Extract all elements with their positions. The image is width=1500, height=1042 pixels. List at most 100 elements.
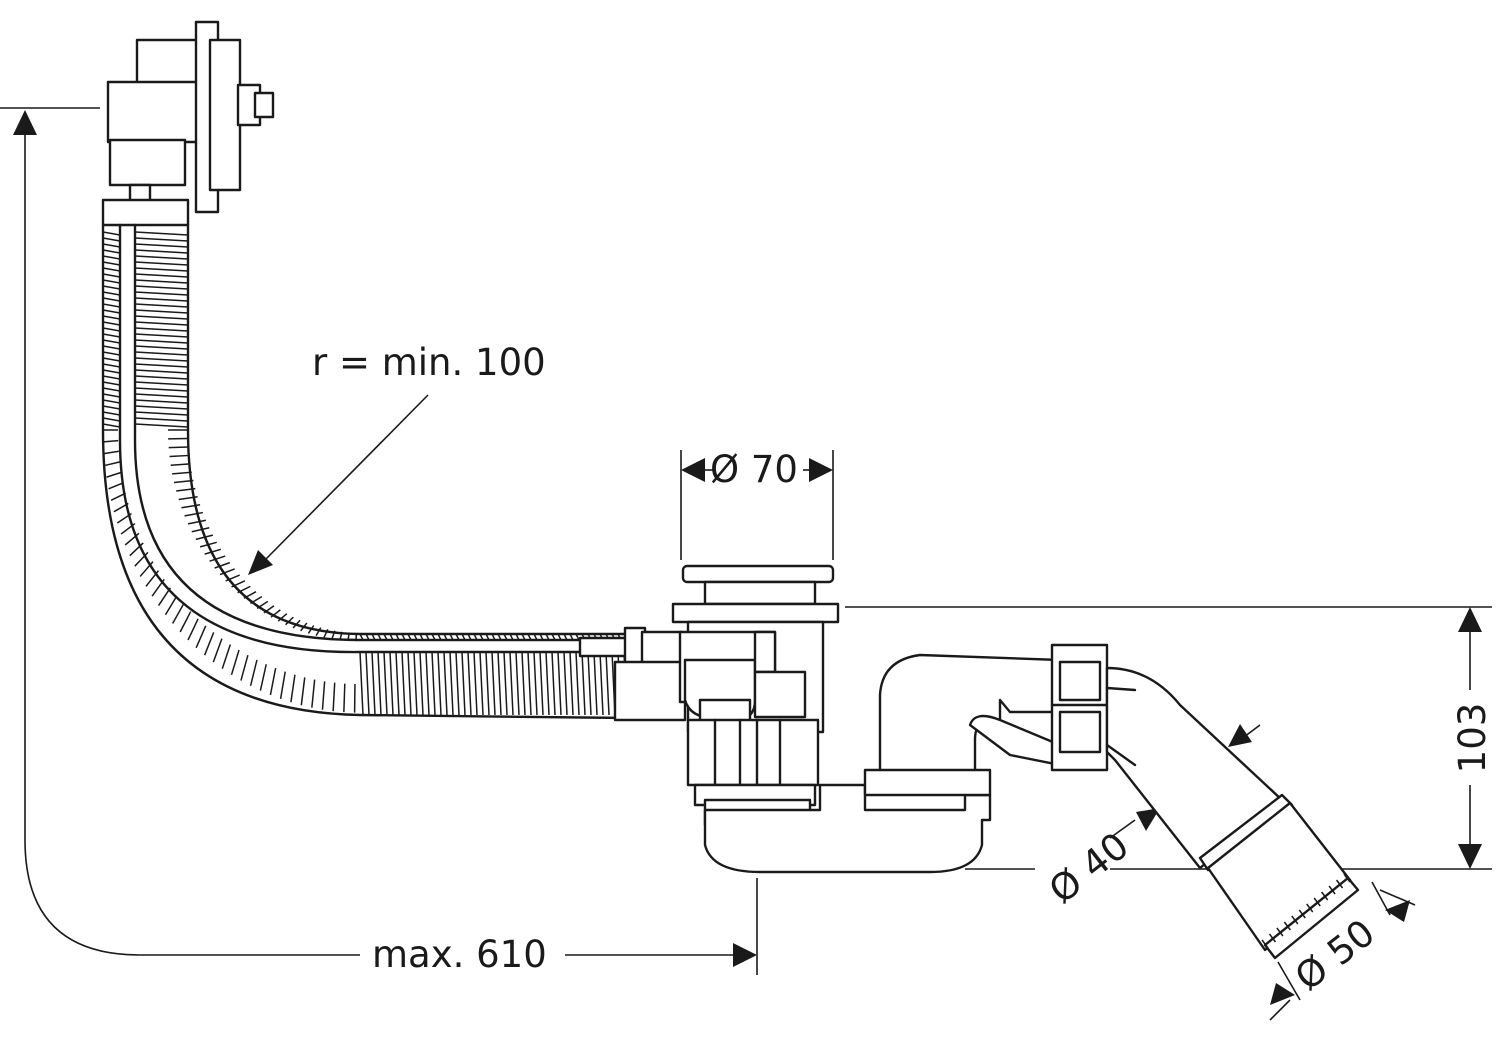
hose-rib bbox=[102, 267, 121, 272]
flexible-hose bbox=[101, 223, 632, 720]
hose-rib bbox=[103, 439, 119, 443]
hose-rib bbox=[212, 638, 223, 663]
hose-rib bbox=[102, 321, 121, 326]
hose-rib bbox=[395, 651, 400, 716]
arrow-radius bbox=[248, 550, 273, 575]
hose-rib bbox=[102, 417, 121, 422]
overflow-head bbox=[101, 20, 275, 252]
hose-rib bbox=[413, 651, 418, 716]
outlet-rib bbox=[1343, 873, 1351, 883]
hose-rib bbox=[473, 651, 478, 716]
hose-rib bbox=[102, 399, 121, 404]
hose-rib bbox=[102, 381, 121, 386]
hose-rib bbox=[455, 633, 460, 641]
hose-rib bbox=[277, 613, 288, 622]
hose-rib bbox=[250, 596, 263, 605]
hose-rib bbox=[139, 561, 154, 577]
arrow-down-103 bbox=[1458, 844, 1482, 869]
hose-rib bbox=[449, 633, 454, 641]
outlet-rib bbox=[1261, 939, 1269, 949]
hose-rib bbox=[377, 651, 382, 716]
hose-rib bbox=[134, 411, 189, 416]
outlet-rib bbox=[1321, 891, 1329, 901]
hose-rib bbox=[485, 633, 490, 641]
hose-rib bbox=[214, 561, 231, 569]
arrow-right-70 bbox=[681, 458, 705, 482]
hose-rib bbox=[575, 633, 580, 641]
hose-rib bbox=[187, 618, 199, 641]
hose-rib bbox=[102, 357, 121, 362]
hose-rib bbox=[191, 527, 210, 533]
hose-rib bbox=[102, 423, 121, 428]
hose-rib bbox=[172, 471, 192, 475]
hose-rib bbox=[259, 664, 267, 691]
height-label: 103 bbox=[1451, 703, 1494, 774]
hose-rib bbox=[195, 625, 207, 649]
hose-rib bbox=[359, 651, 364, 716]
arrow-up-left bbox=[13, 110, 37, 135]
hose-rib bbox=[134, 357, 189, 362]
hose-rib bbox=[347, 632, 350, 641]
hose-rib bbox=[102, 255, 121, 260]
hose-rib bbox=[134, 381, 189, 386]
hose-rib bbox=[503, 633, 508, 641]
hose-rib bbox=[195, 534, 214, 541]
arrow-right-bottom bbox=[733, 943, 757, 967]
hose-rib bbox=[515, 651, 520, 716]
outlet-rib bbox=[1276, 927, 1284, 937]
hose-rib bbox=[497, 651, 502, 716]
hose-rib bbox=[473, 633, 478, 641]
hose-rib bbox=[102, 285, 121, 290]
hose-rib bbox=[124, 532, 140, 546]
hose-rib bbox=[599, 651, 604, 716]
hose-rib bbox=[102, 363, 121, 368]
hose-rib bbox=[134, 267, 189, 272]
hose-rib bbox=[168, 446, 189, 449]
hose-rib bbox=[134, 375, 189, 380]
hose-rib bbox=[102, 261, 121, 266]
hose-rib bbox=[321, 681, 326, 710]
hose-rib bbox=[145, 570, 160, 587]
hose-rib bbox=[497, 633, 502, 641]
hose-rib bbox=[102, 393, 121, 398]
hose-rib bbox=[270, 609, 281, 618]
hose-rib bbox=[102, 327, 121, 332]
hose-rib bbox=[134, 345, 189, 350]
hose-rib bbox=[102, 249, 121, 254]
hose-rib bbox=[323, 629, 329, 638]
hose-rib bbox=[575, 651, 580, 716]
hose-rib bbox=[120, 522, 136, 535]
hose-rib bbox=[102, 279, 121, 284]
hose-rib bbox=[102, 351, 121, 356]
max-length-label: max. 610 bbox=[372, 933, 547, 976]
hose-rib bbox=[134, 405, 189, 410]
hose-rib bbox=[134, 255, 189, 260]
hose-rib bbox=[209, 555, 226, 562]
hose-rib bbox=[134, 387, 189, 392]
hose-rib bbox=[108, 482, 124, 490]
hose-rib bbox=[102, 273, 121, 278]
hose-rib bbox=[230, 649, 240, 676]
hose-rib bbox=[263, 605, 275, 614]
hose-rib bbox=[102, 297, 121, 302]
hose-rib bbox=[455, 651, 460, 716]
hose-rib bbox=[551, 651, 556, 716]
hose-rib bbox=[515, 633, 520, 641]
hose-rib bbox=[449, 651, 454, 716]
hose-rib bbox=[134, 261, 189, 266]
hose-rib bbox=[545, 633, 550, 641]
hose-rib bbox=[102, 339, 121, 344]
hose-rib bbox=[491, 633, 496, 641]
hose-rib bbox=[178, 496, 198, 501]
hose-rib bbox=[401, 651, 406, 716]
hose-rib bbox=[221, 644, 232, 669]
hose-rib bbox=[527, 633, 532, 641]
hose-rib bbox=[485, 651, 490, 716]
hose-rib bbox=[437, 651, 442, 716]
hose-rib bbox=[102, 237, 121, 242]
arrow-left-70 bbox=[809, 458, 833, 482]
hose-rib bbox=[443, 633, 448, 641]
hose-rib bbox=[134, 291, 189, 296]
hose-rib bbox=[102, 387, 121, 392]
arrow-up-103 bbox=[1458, 607, 1482, 632]
